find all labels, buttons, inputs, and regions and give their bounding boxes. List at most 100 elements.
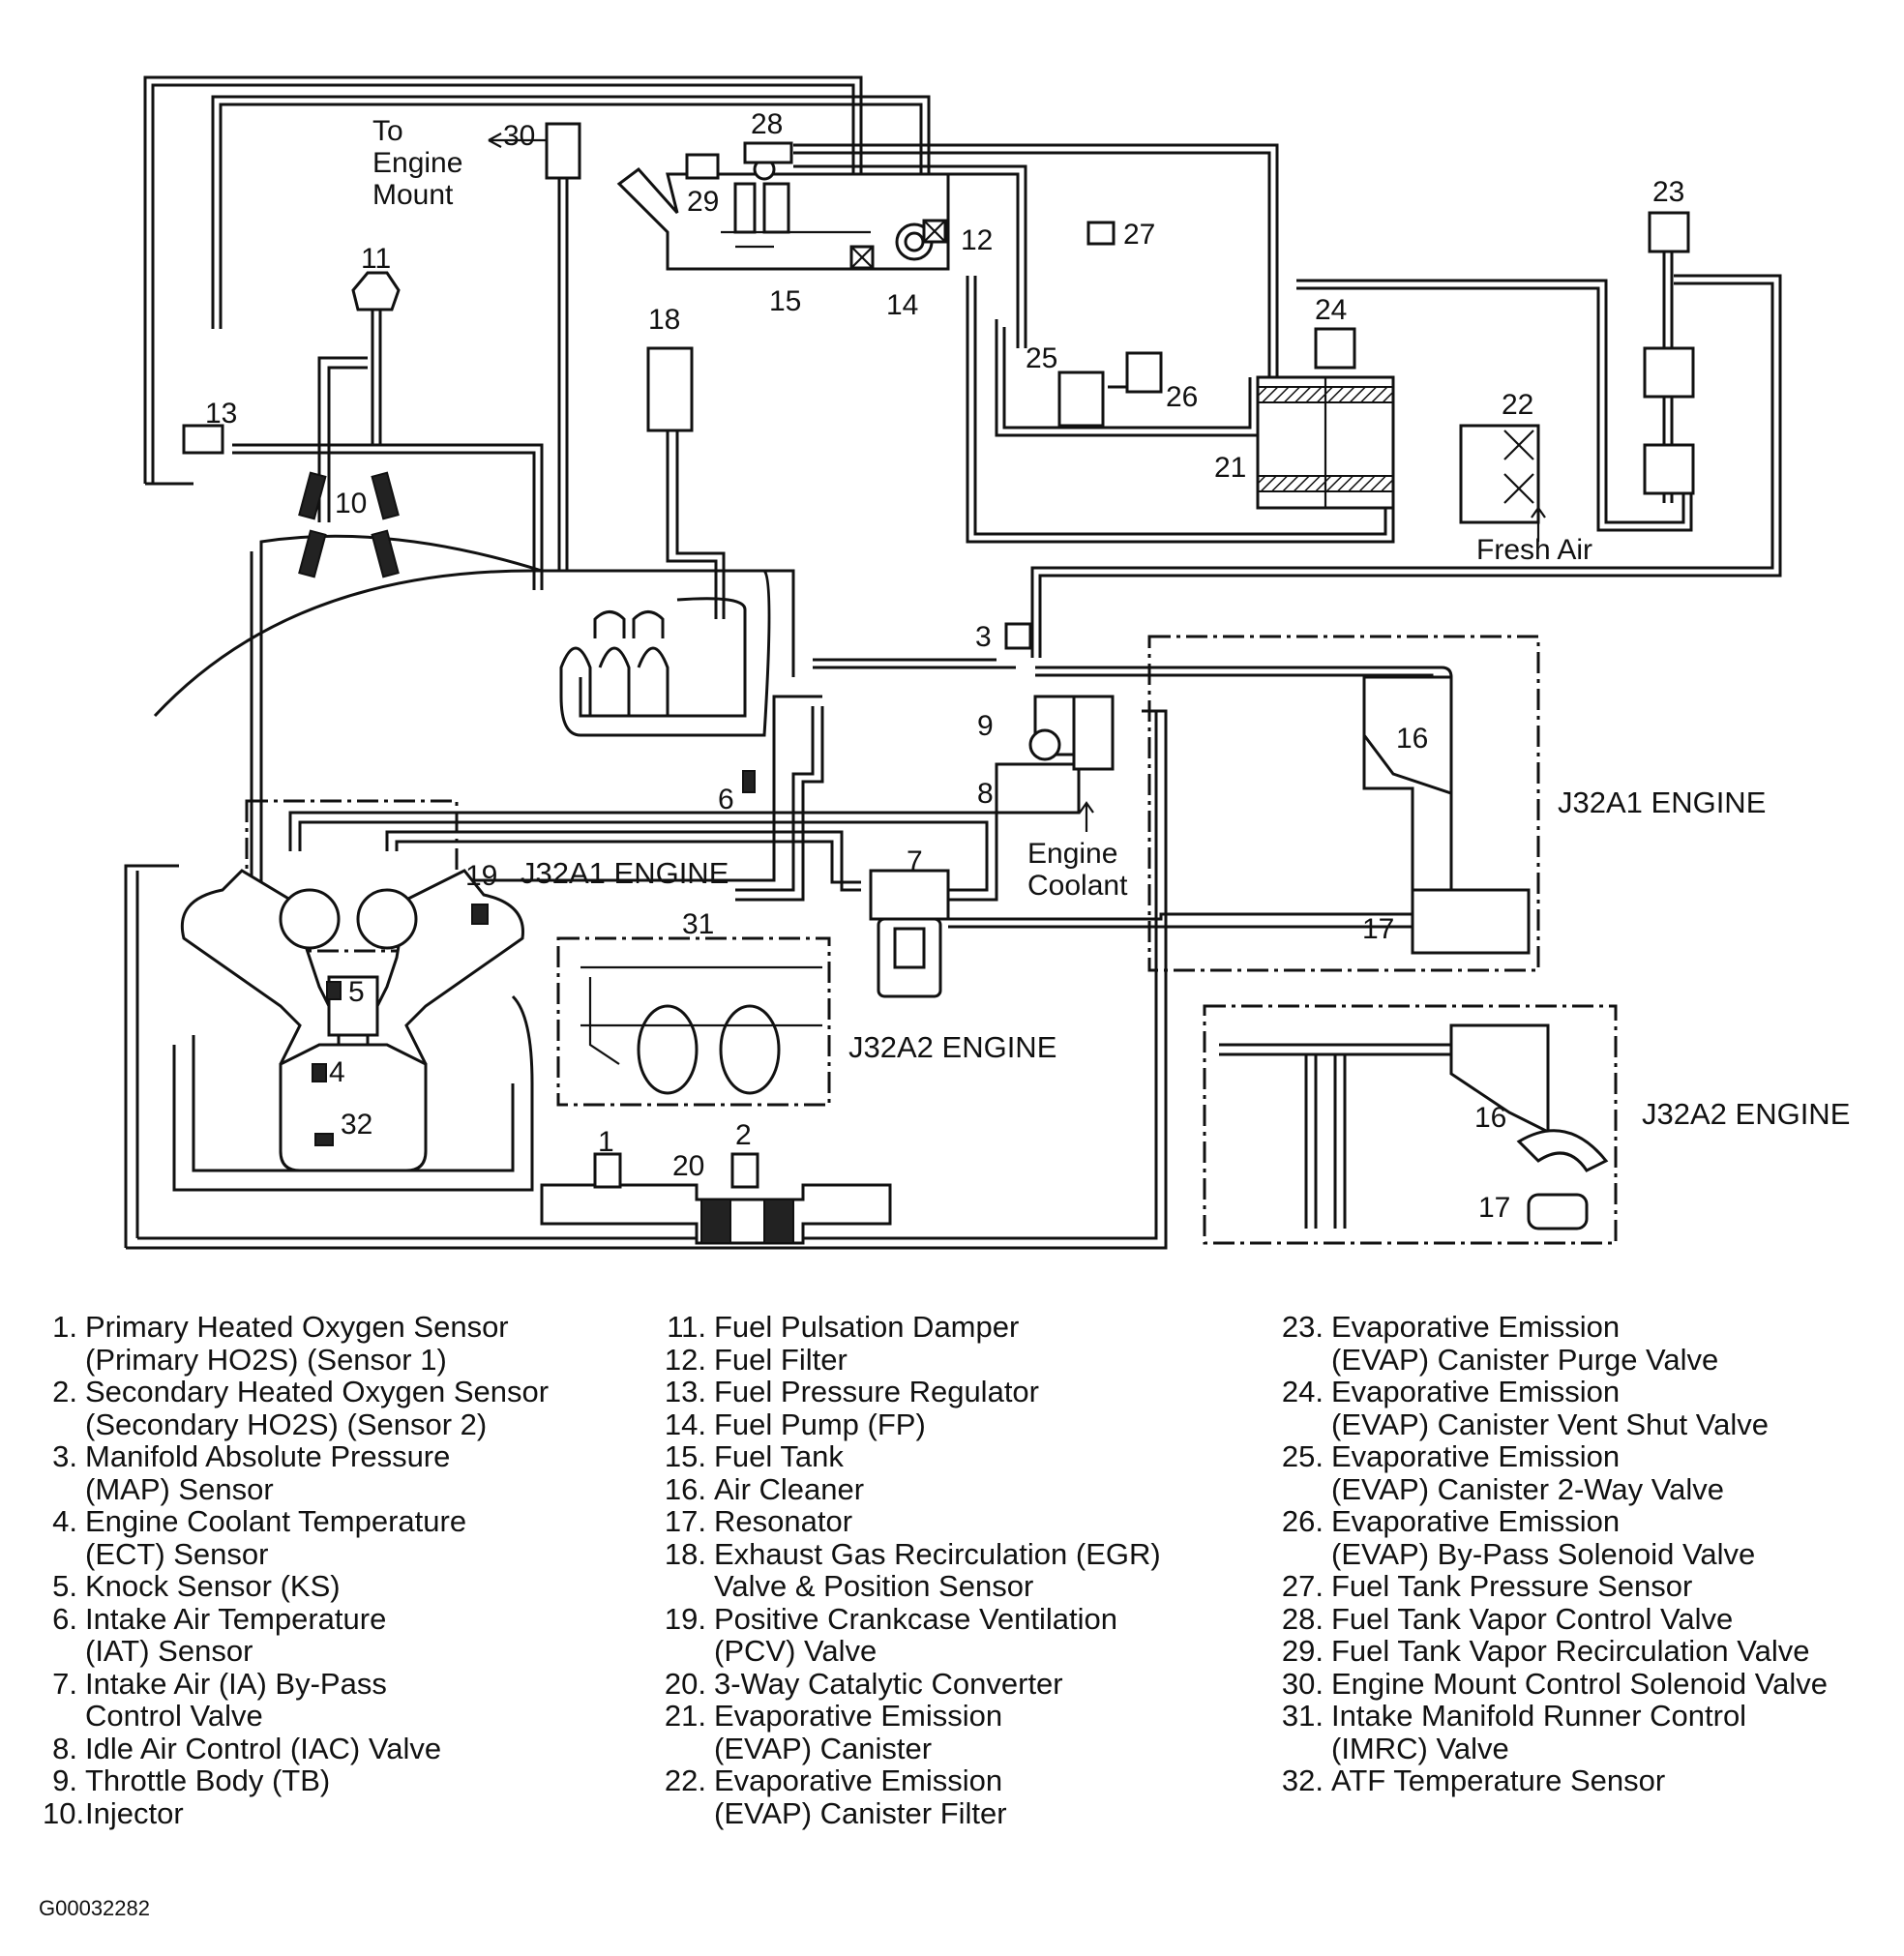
- legend-item-number: 1.: [52, 1310, 77, 1344]
- legend-item-line: Fuel Tank: [714, 1439, 844, 1473]
- legend-item-text: 3-Way Catalytic Converter: [714, 1666, 1063, 1701]
- pcv-valve: [471, 904, 489, 925]
- legend-item-number: 26.: [1281, 1504, 1324, 1538]
- legend-item-text: Fuel Tank Vapor Control Valve: [1331, 1602, 1733, 1636]
- callout-5: 5: [348, 976, 365, 1008]
- callout-32: 32: [341, 1109, 372, 1141]
- legend-item-text: Engine Mount Control Solenoid Valve: [1331, 1667, 1828, 1701]
- component-legend: 1.Primary Heated Oxygen Sensor(Primary H…: [0, 1311, 1904, 1891]
- legend-item-text: Secondary Heated Oxygen Sensor(Secondary…: [85, 1376, 549, 1440]
- evap-purge-valve: [1648, 211, 1690, 253]
- legend-item-text: Intake Manifold Runner Control(IMRC) Val…: [1331, 1700, 1746, 1764]
- callout-23: 23: [1652, 176, 1684, 208]
- legend-item-line: (EVAP) Canister: [714, 1731, 933, 1765]
- atf-temperature-sensor: [314, 1133, 334, 1146]
- evap-canister-filter: [1459, 424, 1540, 524]
- legend-item-line: Secondary Heated Oxygen Sensor: [85, 1375, 550, 1408]
- figure-id: G00032282: [39, 1896, 150, 1920]
- legend-item-line: (ECT) Sensor: [85, 1536, 269, 1571]
- legend-item-text: ATF Temperature Sensor: [1331, 1764, 1665, 1797]
- legend-item-line: (EVAP) By-Pass Solenoid Valve: [1331, 1536, 1756, 1571]
- legend-item-line: 3-Way Catalytic Converter: [714, 1666, 1063, 1701]
- legend-item: 12.Fuel Filter: [658, 1342, 1161, 1377]
- legend-item-line: Intake Air Temperature: [85, 1601, 387, 1636]
- legend-item-line: Fuel Pump (FP): [714, 1407, 926, 1441]
- legend-item: 14.Fuel Pump (FP): [658, 1408, 1161, 1441]
- legend-item-line: (EVAP) Canister Vent Shut Valve: [1331, 1407, 1770, 1441]
- legend-item-number: 11.: [667, 1310, 706, 1344]
- legend-item-number: 3.: [52, 1439, 77, 1473]
- fresh-air-arrow: [1531, 506, 1546, 542]
- primary-ho2s: [593, 1152, 622, 1189]
- callout-24: 24: [1315, 294, 1347, 326]
- callout-22: 22: [1502, 389, 1533, 421]
- callout-1: 1: [598, 1126, 614, 1158]
- engine-coolant-line1: Engine: [1027, 838, 1117, 870]
- legend-item: 16.Air Cleaner: [658, 1471, 1161, 1506]
- callout-16-j32a1: 16: [1396, 723, 1428, 755]
- air-cleaner-j32a1: [1362, 675, 1453, 796]
- map-sensor: [1004, 622, 1032, 650]
- legend-item-line: Air Cleaner: [714, 1471, 865, 1506]
- callout-12: 12: [961, 224, 993, 256]
- legend-item-text: Fuel Filter: [714, 1343, 848, 1377]
- legend-item-text: Evaporative Emission(EVAP) Canister Purg…: [1331, 1311, 1718, 1376]
- callout-15: 15: [769, 285, 801, 317]
- legend-item: 18.Exhaust Gas Recirculation (EGR)Valve …: [658, 1536, 1161, 1603]
- legend-item: 8.Idle Air Control (IAC) Valve: [43, 1731, 549, 1765]
- iat-sensor: [742, 770, 756, 793]
- legend-item-text: Engine Coolant Temperature(ECT) Sensor: [85, 1505, 466, 1570]
- legend-item-line: (EVAP) Canister 2-Way Valve: [1331, 1471, 1724, 1506]
- j32a1-engine-box: [1147, 635, 1540, 972]
- legend-item-number: 25.: [1281, 1439, 1324, 1473]
- callout-31: 31: [682, 908, 714, 940]
- legend-item-number: 31.: [1281, 1699, 1324, 1733]
- callout-29: 29: [687, 186, 719, 218]
- legend-item-text: Manifold Absolute Pressure(MAP) Sensor: [85, 1440, 450, 1505]
- engine-block: [180, 869, 524, 1172]
- callout-14: 14: [886, 289, 918, 321]
- legend-item-line: (MAP) Sensor: [85, 1471, 274, 1506]
- legend-column-3: 23.Evaporative Emission(EVAP) Canister P…: [1275, 1311, 1828, 1797]
- legend-item: 4.Engine Coolant Temperature(ECT) Sensor: [43, 1505, 549, 1570]
- legend-item-line: Positive Crankcase Ventilation: [714, 1601, 1118, 1636]
- legend-item-number: 18.: [664, 1536, 706, 1571]
- legend-item-text: Fuel Tank Vapor Recirculation Valve: [1331, 1635, 1810, 1668]
- legend-column-1: 1.Primary Heated Oxygen Sensor(Primary H…: [43, 1311, 549, 1829]
- legend-item-number: 20.: [664, 1666, 706, 1701]
- legend-item-number: 6.: [52, 1601, 77, 1636]
- j32a2-imrc-detail-box: [556, 936, 831, 1107]
- legend-item-line: (PCV) Valve: [714, 1634, 878, 1668]
- legend-item-text: Evaporative Emission(EVAP) Canister Filt…: [714, 1764, 1007, 1829]
- legend-item-line: Intake Manifold Runner Control: [1331, 1699, 1747, 1733]
- callout-11: 11: [361, 243, 391, 275]
- legend-item-text: Injector: [85, 1796, 184, 1830]
- legend-item-line: Idle Air Control (IAC) Valve: [85, 1731, 442, 1765]
- legend-item-number: 27.: [1281, 1569, 1324, 1603]
- legend-item: 26.Evaporative Emission(EVAP) By-Pass So…: [1275, 1505, 1828, 1570]
- legend-item-line: Fuel Tank Vapor Recirculation Valve: [1331, 1634, 1810, 1668]
- legend-item-line: Evaporative Emission: [714, 1699, 1003, 1733]
- hose-network: [124, 75, 1782, 1250]
- ect-sensor: [312, 1063, 327, 1082]
- legend-item: 10.Injector: [43, 1796, 549, 1830]
- legend-item-number: 12.: [664, 1342, 706, 1377]
- legend-item-line: Fuel Tank Pressure Sensor: [1331, 1569, 1693, 1603]
- fuel-tank-vapor-recirculation-valve: [685, 153, 720, 180]
- callout-6: 6: [718, 784, 734, 815]
- legend-item-line: Manifold Absolute Pressure: [85, 1439, 451, 1473]
- legend-item-text: Fuel Tank: [714, 1440, 844, 1473]
- resonator-j32a2: [1527, 1193, 1589, 1230]
- fuel-tank-vapor-control-valve: [743, 141, 793, 164]
- legend-item-line: Evaporative Emission: [1331, 1310, 1621, 1344]
- legend-item: 13.Fuel Pressure Regulator: [658, 1376, 1161, 1408]
- legend-item-line: (EVAP) Canister Filter: [714, 1795, 1007, 1830]
- legend-item-number: 19.: [664, 1601, 706, 1636]
- resonator-j32a1: [1411, 888, 1531, 955]
- legend-item-text: Evaporative Emission(EVAP) Canister Vent…: [1331, 1376, 1769, 1440]
- engine-coolant-line2: Coolant: [1027, 870, 1128, 902]
- legend-item-line: Evaporative Emission: [714, 1763, 1003, 1797]
- knock-sensor: [326, 981, 342, 1000]
